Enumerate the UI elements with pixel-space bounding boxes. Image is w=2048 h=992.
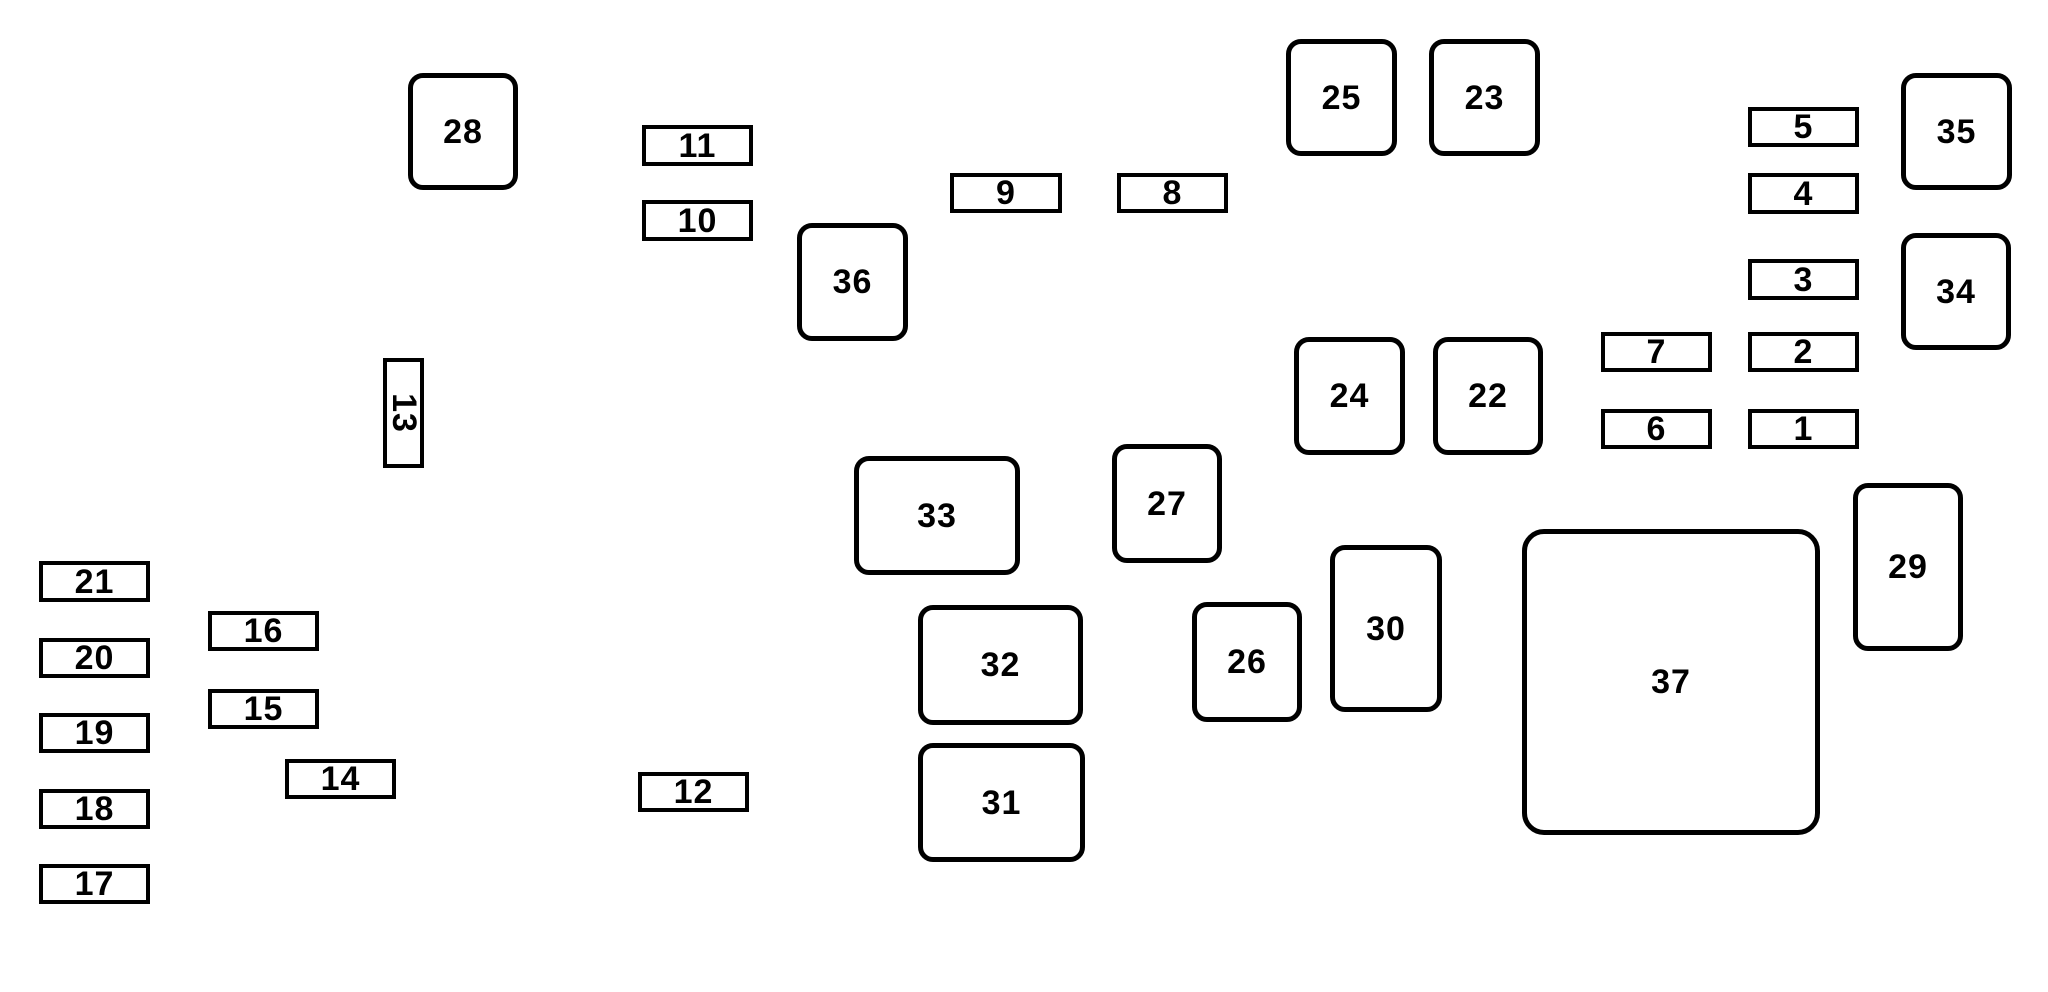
- component-box-label: 34: [1936, 272, 1976, 311]
- component-box-25: 25: [1286, 39, 1397, 156]
- component-box-19: 19: [39, 713, 150, 753]
- component-box-label: 31: [981, 783, 1022, 822]
- component-box-9: 9: [950, 173, 1062, 213]
- component-box-4: 4: [1748, 173, 1859, 214]
- component-box-label: 8: [1162, 174, 1183, 212]
- component-box-10: 10: [642, 200, 753, 241]
- component-box-label: 7: [1646, 333, 1667, 371]
- component-box-21: 21: [39, 561, 150, 602]
- component-box-26: 26: [1192, 602, 1302, 722]
- component-box-label: 37: [1651, 663, 1691, 701]
- component-box-label: 27: [1147, 484, 1187, 523]
- component-box-label: 17: [74, 865, 115, 903]
- component-box-27: 27: [1112, 444, 1222, 563]
- component-box-5: 5: [1748, 107, 1859, 147]
- component-box-label: 1: [1793, 410, 1814, 448]
- component-box-12: 12: [638, 772, 749, 812]
- component-box-3: 3: [1748, 259, 1859, 300]
- component-box-29: 29: [1853, 483, 1963, 651]
- component-box-32: 32: [918, 605, 1083, 725]
- component-box-33: 33: [854, 456, 1020, 575]
- component-box-8: 8: [1117, 173, 1228, 213]
- component-box-20: 20: [39, 638, 150, 678]
- component-box-18: 18: [39, 789, 150, 829]
- component-box-23: 23: [1429, 39, 1540, 156]
- component-box-label: 5: [1793, 108, 1814, 146]
- component-box-label: 24: [1329, 377, 1370, 415]
- component-box-label: 18: [74, 790, 115, 828]
- component-box-37: 37: [1522, 529, 1820, 835]
- component-box-label: 29: [1888, 548, 1928, 586]
- component-box-label: 20: [74, 639, 115, 677]
- component-box-label: 11: [678, 126, 717, 165]
- component-box-14: 14: [285, 759, 396, 799]
- component-box-label: 19: [74, 714, 115, 752]
- component-box-label: 12: [673, 773, 714, 811]
- component-box-label: 32: [980, 646, 1021, 684]
- component-box-15: 15: [208, 689, 319, 729]
- component-box-label: 21: [74, 562, 115, 601]
- component-box-label: 10: [677, 201, 718, 240]
- component-box-label: 35: [1936, 112, 1977, 151]
- component-box-label: 14: [320, 760, 361, 798]
- component-box-13: 13: [383, 358, 424, 468]
- component-box-label: 25: [1321, 78, 1362, 117]
- component-box-label: 33: [917, 496, 957, 535]
- component-box-label: 23: [1464, 78, 1505, 117]
- component-box-17: 17: [39, 864, 150, 904]
- component-box-1: 1: [1748, 409, 1859, 449]
- component-box-label: 2: [1793, 333, 1814, 371]
- component-box-label: 13: [384, 393, 423, 433]
- component-box-31: 31: [918, 743, 1085, 862]
- component-box-24: 24: [1294, 337, 1405, 455]
- component-box-28: 28: [408, 73, 518, 190]
- component-box-6: 6: [1601, 409, 1712, 449]
- component-box-35: 35: [1901, 73, 2012, 190]
- component-box-label: 6: [1646, 410, 1667, 448]
- component-box-label: 9: [996, 174, 1016, 212]
- component-box-label: 16: [243, 612, 284, 650]
- component-box-label: 28: [443, 112, 483, 151]
- component-box-label: 36: [832, 263, 873, 301]
- component-box-label: 26: [1227, 643, 1267, 681]
- component-box-7: 7: [1601, 332, 1712, 372]
- component-box-22: 22: [1433, 337, 1543, 455]
- component-box-label: 4: [1793, 174, 1814, 213]
- component-box-label: 30: [1366, 609, 1406, 648]
- component-box-16: 16: [208, 611, 319, 651]
- component-box-2: 2: [1748, 332, 1859, 372]
- component-box-30: 30: [1330, 545, 1442, 712]
- component-box-label: 22: [1468, 377, 1508, 415]
- component-box-11: 11: [642, 125, 753, 166]
- component-box-34: 34: [1901, 233, 2011, 350]
- component-box-label: 3: [1793, 260, 1814, 299]
- component-box-label: 15: [243, 690, 284, 728]
- component-box-36: 36: [797, 223, 908, 341]
